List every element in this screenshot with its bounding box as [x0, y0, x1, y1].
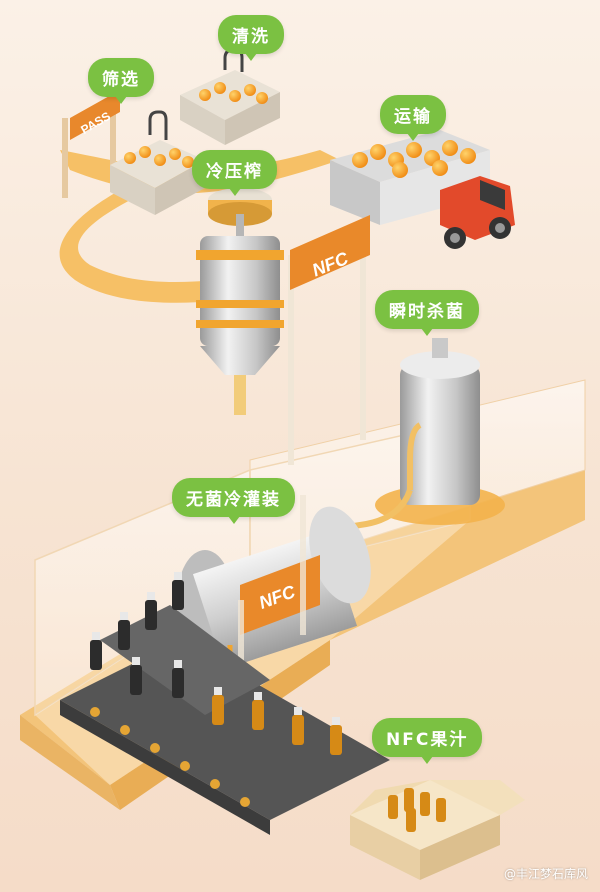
- nfc-billboard-top: NFC: [288, 215, 370, 465]
- label-transport: 运输: [380, 95, 446, 141]
- bottles: [90, 572, 342, 755]
- bottle: [130, 657, 142, 695]
- label-cold-press: 冷压榨: [192, 150, 277, 196]
- washing-machine: [180, 48, 280, 145]
- label-washing: 清洗: [218, 15, 284, 61]
- bottle: [330, 717, 342, 755]
- boxed-bottles: [388, 788, 446, 832]
- screening-machine: [110, 110, 205, 215]
- label-product: NFC果汁: [372, 718, 483, 764]
- label-aseptic-filling: 无菌冷灌装: [172, 478, 295, 524]
- bottle: [212, 687, 224, 725]
- label-screening: 筛选: [88, 58, 154, 104]
- label-flash-sterilize: 瞬时杀菌: [375, 290, 479, 336]
- truck: [330, 130, 515, 249]
- filling-conveyor: [60, 605, 390, 835]
- bottle: [90, 632, 102, 670]
- bottle: [252, 692, 264, 730]
- watermark: @丰江梦石库风: [503, 867, 588, 881]
- cold-press-juicer: [196, 188, 284, 415]
- bottle: [118, 612, 130, 650]
- bottle: [145, 592, 157, 630]
- bottle: [172, 660, 184, 698]
- bottle: [172, 572, 184, 610]
- bottle: [292, 707, 304, 745]
- product-box: [350, 780, 525, 880]
- flash-sterilizer: [329, 338, 505, 533]
- aseptic-filling-tank: NFC: [177, 495, 371, 760]
